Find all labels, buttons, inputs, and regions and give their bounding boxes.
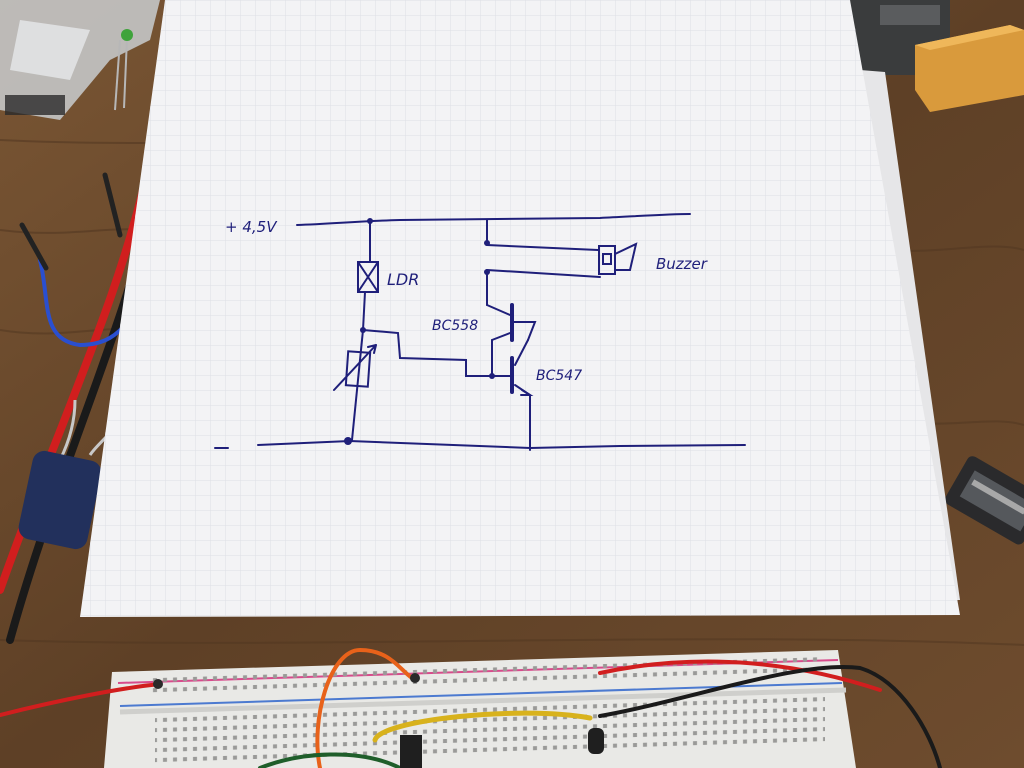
component-bags xyxy=(0,0,160,120)
q2-label: BC547 xyxy=(536,368,582,384)
graph-paper xyxy=(80,0,960,617)
breadboard-wires xyxy=(0,647,942,768)
capacitor xyxy=(18,399,130,550)
wooden-block xyxy=(915,25,1024,112)
junction-dots xyxy=(344,218,495,445)
supply-label: + 4,5V xyxy=(225,218,278,236)
ldr-symbol xyxy=(357,261,379,293)
breadboard-components xyxy=(153,673,604,768)
q1-label: BC558 xyxy=(432,318,478,334)
pot-symbol xyxy=(344,350,372,388)
buzzer-label: Buzzer xyxy=(656,255,708,273)
supply-rail xyxy=(296,213,691,226)
connector xyxy=(945,456,1024,545)
circuit-schematic xyxy=(214,213,746,451)
ldr-label: LDR xyxy=(387,270,419,289)
